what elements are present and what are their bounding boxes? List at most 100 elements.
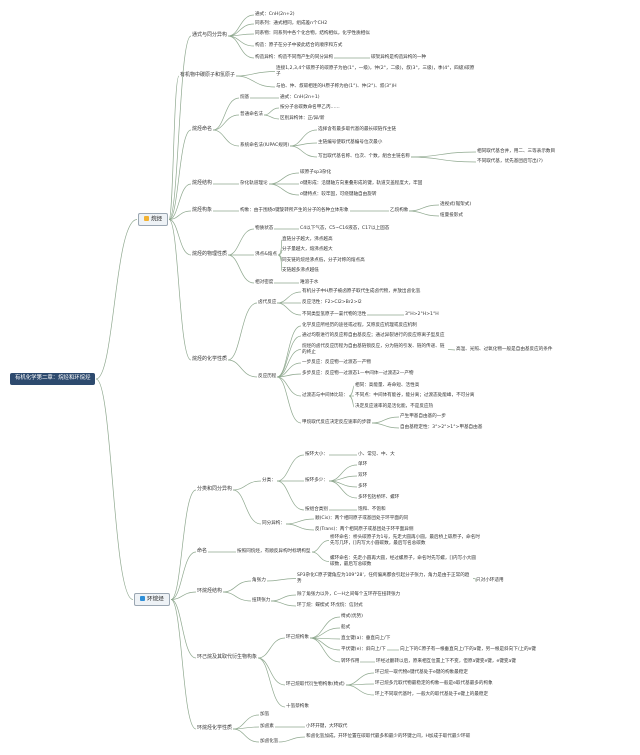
leaf-equatorial[interactable]: 平伏键(e)：斜向上/下 <box>341 647 386 652</box>
leaf-state-detail[interactable]: C4以下气态，C5~C16液态，C17以上固态 <box>300 226 390 231</box>
leaf-ring-flip[interactable]: 转环作用 <box>341 659 360 664</box>
leaf-iupac-naming[interactable]: 系统命名法(IUPAC规则) <box>240 143 290 148</box>
leaf-physical-state[interactable]: 物质状态 <box>255 226 274 231</box>
leaf-skeleton-isomer[interactable]: 碳架异构是构造异构的一种 <box>371 55 427 60</box>
leaf-mechanism[interactable]: 反应历程 <box>258 374 277 379</box>
leaf-chain-reaction[interactable]: 烷烃的卤代反应历程为自由基链锁反应，分为链的引发、链的传递、链的终止 <box>302 344 445 355</box>
node-alkane-conformation[interactable]: 烷烃构象 <box>192 207 213 213</box>
leaf-torsional-def[interactable]: 除了角张力以外，C—H之间每个五环存在扭转张力 <box>297 592 401 597</box>
node-naming[interactable]: 命名 <box>197 548 208 554</box>
node-classification[interactable]: 分类和同分异构 <box>197 486 233 492</box>
leaf-naming-rule[interactable]: 按照同烷烃，有顺反异构时标明构型 <box>237 549 311 554</box>
leaf-iupac-rule-1[interactable]: 选择含有最多取代基的最长碳链作主链 <box>318 127 397 132</box>
leaf-h-order[interactable]: 3°H>2°H>1°H <box>405 312 439 317</box>
leaf-newman[interactable]: 纽曼投影式 <box>440 213 463 218</box>
leaf-stereoisomer[interactable]: 同分异构： <box>262 521 285 526</box>
leaf-constitution[interactable]: 构造：原子在分子中彼此结合的顺序和方式 <box>255 43 343 48</box>
leaf-constitutional-isomer[interactable]: 构造异构：构造不同而产生的同分异构 <box>255 55 334 60</box>
leaf-cyclohexane-conf[interactable]: 环己烷构象 <box>286 635 309 640</box>
node-formula-isomer[interactable]: 通式与同分异构 <box>192 32 228 38</box>
node-alkane-structure[interactable]: 烷烃结构 <box>192 180 213 186</box>
leaf-alkyl[interactable]: 烷基 <box>240 95 250 100</box>
leaf-polycyclic[interactable]: 多环 <box>358 484 368 489</box>
leaf-methyl-radical[interactable]: 产生甲基自由基的一步 <box>400 414 446 419</box>
leaf-torsional-strain[interactable]: 扭转张力 <box>252 598 271 603</box>
leaf-conformation-def[interactable]: 构象：由于围绕σ键旋转所产生的分子的各种立体形象 <box>240 208 349 213</box>
leaf-multi-step[interactable]: 多步反应：反应物—过渡态1—中间体—过渡态2—产物 <box>302 371 414 376</box>
leaf-radical-stability[interactable]: 自由基稳定性：3°>2°>1°>甲基自由基 <box>400 425 483 430</box>
leaf-common-naming-1[interactable]: 按分子总碳数命名甲乙丙…… <box>280 105 340 110</box>
leaf-ring-flip-def[interactable]: 环经过翻转以后，原来相互位置上下不变，但原a键变e键，e键变a键 <box>376 659 516 664</box>
leaf-halogenation[interactable]: 卤代反应 <box>258 300 277 305</box>
leaf-ts-same[interactable]: 相同：高能量、寿命短、活性高 <box>355 383 420 388</box>
leaf-substituted-conf[interactable]: 环己烷取代衍生物构象(椅式) <box>286 682 345 687</box>
leaf-by-ring-size[interactable]: 按环大小： <box>305 452 328 457</box>
node-structure[interactable]: 环烷烃结构 <box>197 588 223 594</box>
leaf-different-substituents[interactable]: 环上不同取代基时，一般大的取代基处于e键上的最稳定 <box>375 692 489 697</box>
leaf-homologous-series[interactable]: 同系列：通式相同，组成差n个CH2 <box>255 21 328 26</box>
root-node[interactable]: 有机化学第二章：烷烃和环烷烃 <box>10 373 96 385</box>
leaf-small-ring-only[interactable]: 只对小环适用 <box>476 578 504 583</box>
leaf-by-ring-count[interactable]: 按环多少： <box>305 478 328 483</box>
leaf-reactivity[interactable]: 反应活性：F2>Cl2>Br2>I2 <box>302 300 362 305</box>
leaf-spiro-naming[interactable]: 螺环命名：先走小圆再大圆，经过螺原子，命名时先写螺，[]内写小大圆碳数，最后写总… <box>330 556 476 567</box>
leaf-decalin[interactable]: 十氢萘构象 <box>286 704 309 709</box>
leaf-homologue[interactable]: 同系物：同系列中各个化合物，结构相似，化学性质相似 <box>255 31 370 36</box>
node-alkane-naming[interactable]: 烷烃命名 <box>192 126 213 132</box>
leaf-hydrogen-degree[interactable]: 与伯、仲、叔碳相连的H原子称为伯(1°)、仲(2°)、叔(3°)H <box>276 84 397 89</box>
leaf-bp-2[interactable]: 分子量越大，熔沸点越大 <box>282 247 333 252</box>
leaf-bicyclic[interactable]: 双环 <box>358 473 368 478</box>
branch-cycloalkane[interactable]: 环烷烃 <box>134 593 170 607</box>
leaf-mechanism-def[interactable]: 化学反应所经历的途径或过程，又称反应机理或反应机制 <box>302 323 417 328</box>
leaf-h-activity[interactable]: 不同类型氢原子一氯代物的活性 <box>302 312 367 317</box>
branch-alkane[interactable]: 烷烃 <box>138 213 169 227</box>
leaf-monocyclic[interactable]: 单环 <box>358 462 368 467</box>
leaf-sigma-feature[interactable]: σ键特点：较牢固，可绕键轴自由旋转 <box>300 192 377 197</box>
leaf-iupac-rule-2[interactable]: 主链编号使取代基编号位次最小 <box>318 140 383 145</box>
leaf-axial[interactable]: 直立键(a)：垂直向上/下 <box>341 636 391 641</box>
leaf-alkyl-formula[interactable]: 通式：CnH(2n+1) <box>280 95 320 100</box>
leaf-chair[interactable]: 椅式(优势) <box>341 614 363 619</box>
leaf-bp-mp[interactable]: 沸点&熔点 <box>255 252 277 257</box>
leaf-sp3[interactable]: 碳原子sp3杂化 <box>300 170 332 175</box>
leaf-halogenation-def[interactable]: 有机分子中H原子被卤原子取代生成卤代物，并放出卤化氢 <box>302 289 421 294</box>
leaf-mono-substituted[interactable]: 环己烷一取代物e键代基处于e键的构象最稳定 <box>375 670 468 675</box>
leaf-boat[interactable]: 船式 <box>341 625 351 630</box>
leaf-ring-sizes[interactable]: 小、常见、中、大 <box>358 452 395 457</box>
leaf-poly-substituted[interactable]: 环己烷多元取代物最稳定的构象一般是e取代基最多的构象 <box>375 681 493 686</box>
leaf-ts-compare[interactable]: 过渡态与中间体比较： <box>302 393 348 398</box>
leaf-iupac-rule-3a[interactable]: 相同取代基合并，用二、三等表示数目 <box>477 149 556 154</box>
leaf-rate-step[interactable]: 甲烷取代反应决定反应速率的步骤 <box>302 420 371 425</box>
leaf-homolysis[interactable]: 通过均裂进行的反应称自由基反应；通过异裂进行的反应称离子型反应 <box>302 333 445 338</box>
leaf-bp-1[interactable]: 直链分子越大，沸点越高 <box>282 237 333 242</box>
leaf-by-saturation[interactable]: 按组合类别 <box>305 507 328 512</box>
leaf-density[interactable]: 相对密度 <box>255 280 274 285</box>
leaf-hydrogenation[interactable]: 加氢 <box>260 712 270 717</box>
leaf-sawhorse[interactable]: 透视式(锯架式) <box>440 202 472 207</box>
leaf-iupac-rule-3b[interactable]: 不同取代基，优先基团后写出(?) <box>477 159 543 164</box>
node-carbon-hydrogen[interactable]: 有机物中碳原子和氢原子 <box>180 72 236 78</box>
leaf-general-formula[interactable]: 通式：CnH(2n+2) <box>255 12 295 17</box>
leaf-ts-diff[interactable]: 不同点：中间体有能谷，能分离；过渡态处能峰，不可分离 <box>355 393 475 398</box>
leaf-hx-rule[interactable]: 和卤化氢加成，开环位置在碳取代最多和最少的环键之间，H加成于取代最少环碳 <box>306 734 471 739</box>
leaf-bridged-naming[interactable]: 桥环命名：桥头碳原子为1号，先走大圆再小圆，最后桥上碳原子，命名时先写几环，[]… <box>330 535 480 546</box>
leaf-classification[interactable]: 分类： <box>262 478 276 483</box>
leaf-bridged-spiro[interactable]: 多环包括桥环、螺环 <box>358 495 400 500</box>
leaf-cis[interactable]: 顺(Cis)：两个相同原子或基团处于环平面的同 <box>315 516 409 521</box>
leaf-saturation[interactable]: 饱和、不饱和 <box>358 507 386 512</box>
leaf-radical-conditions[interactable]: 高温、光照、过氧化物一般是自由基反应的条件 <box>456 347 553 352</box>
leaf-hybrid-orbital[interactable]: 杂化轨道理论 <box>240 181 268 186</box>
leaf-activation-energy[interactable]: 决定反应速率的是活化能，不是反应热 <box>355 404 434 409</box>
leaf-hx-addition[interactable]: 加卤化氢 <box>260 739 279 744</box>
leaf-ae-relation[interactable]: 向上下的C原子有一根垂直向上/下的a键，另一根是斜向下/上的e键 <box>400 647 536 652</box>
node-cyclo-chemical[interactable]: 环烷烃化学性质 <box>197 725 233 731</box>
leaf-butane-pentane[interactable]: 环丁烷：蝶楔式 环戊烷：信封式 <box>297 603 363 608</box>
leaf-sigma-formation[interactable]: σ键形成：沿键轴方向重叠形成的键，轨道交盖程度大，牢固 <box>300 181 423 186</box>
leaf-iupac-rule-3[interactable]: 写出取代基名称、位次、个数，組合主链名称 <box>318 154 410 159</box>
leaf-halogen-addition[interactable]: 加卤素 <box>260 724 274 729</box>
leaf-angle-strain-def[interactable]: SP3杂化C原子键角应为109°28'，任何偏离都会引起分子张力，角力是由于正常… <box>297 573 470 584</box>
leaf-ethane-conformation[interactable]: 乙烷构象 <box>390 208 409 213</box>
leaf-trans[interactable]: 反(Trans)：两个相同原子或基团处于环平面异侧 <box>315 527 414 532</box>
leaf-angle-strain[interactable]: 角张力 <box>252 578 266 583</box>
leaf-common-naming-2[interactable]: 区别异构体：正/异/新 <box>280 116 325 121</box>
